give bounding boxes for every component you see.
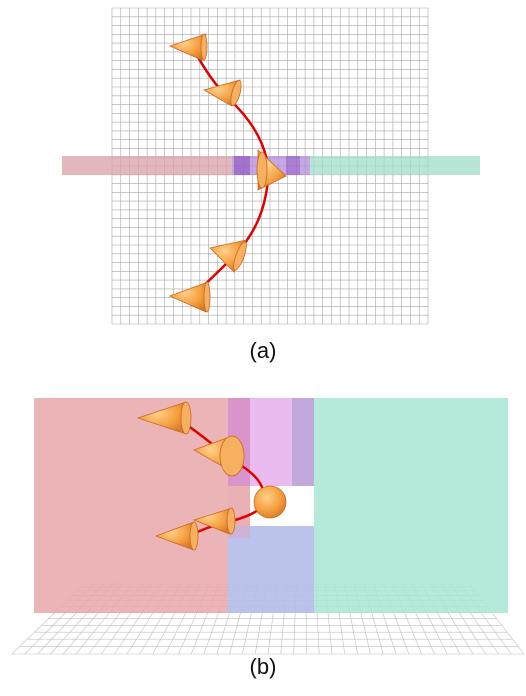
horizontal-band [62,156,480,175]
band-right [310,156,480,175]
cone-5 [168,281,211,313]
panel-a-diagram [62,7,480,325]
cone-2 [202,79,242,107]
cone-1 [168,33,208,61]
cone-4 [209,239,247,273]
cone-3 [253,485,287,519]
band-left [62,156,232,175]
block-top-right [292,398,314,486]
band-center-dark-right [286,156,300,175]
panel-b-diagram [11,398,525,655]
caption-a: (a) [249,338,277,363]
panel-b: (b) [0,372,526,696]
caption-b: (b) [249,654,277,679]
cone-3 [256,149,287,191]
band-center-dark-left [234,156,250,175]
wall-left [34,398,228,613]
wall-right [314,398,508,613]
walls [34,398,508,613]
cone-4 [192,507,236,535]
cone-5 [154,521,199,551]
block-bottom [228,526,314,613]
cone-2 [193,435,245,477]
cone-1 [136,401,192,435]
panel-a: (a) [62,7,480,363]
